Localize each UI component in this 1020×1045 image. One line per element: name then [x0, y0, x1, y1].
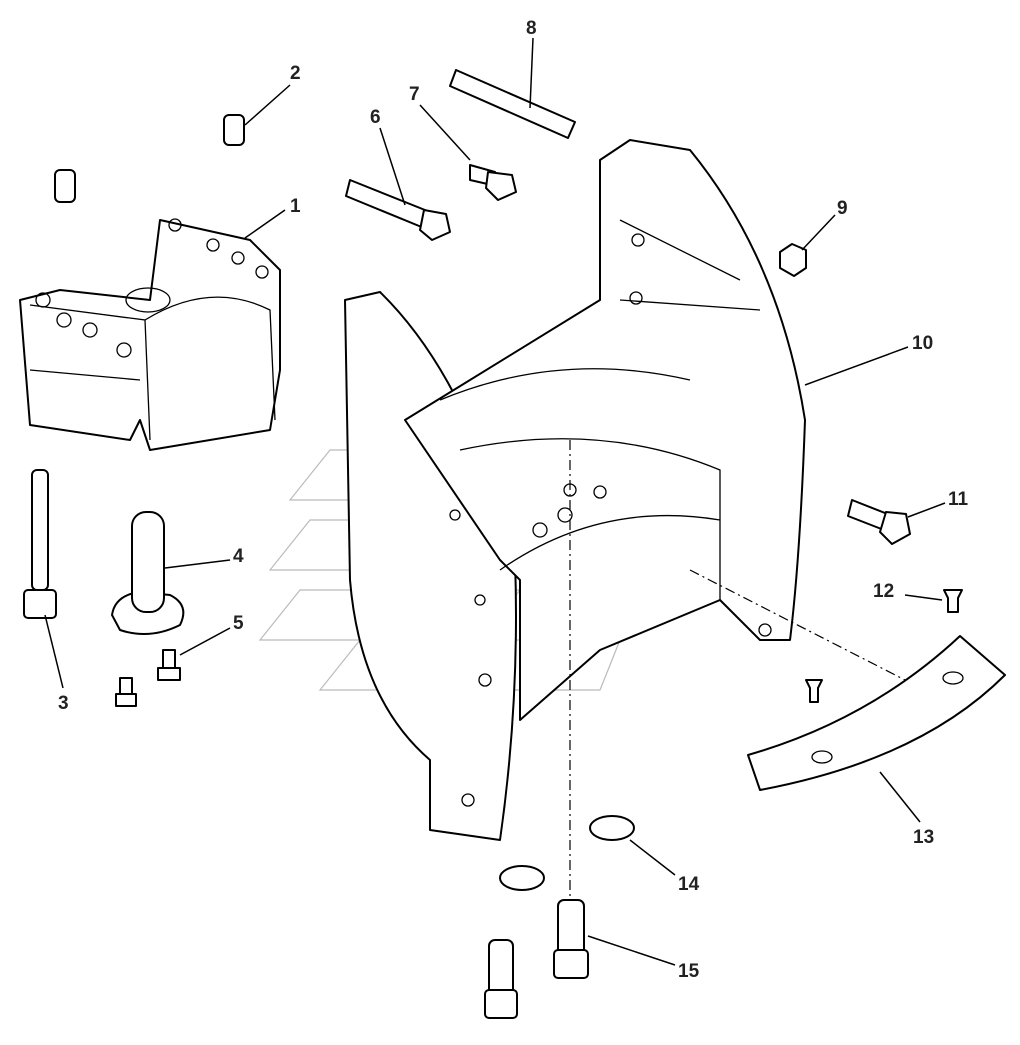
- part-4-plate-pin: [111, 511, 185, 635]
- part-13-wear-plate: [747, 635, 1006, 791]
- part-9-nut: [779, 243, 807, 277]
- part-14-clips: [499, 815, 635, 891]
- callout-1: 1: [290, 196, 301, 217]
- callout-3: 3: [58, 693, 69, 714]
- callout-12: 12: [873, 581, 894, 602]
- part-5-screws: [115, 649, 181, 707]
- part-10-main-bracket: [344, 139, 806, 841]
- callout-8: 8: [526, 18, 537, 39]
- part-8-pin: [449, 69, 576, 139]
- part-1-spacer-block: [19, 218, 281, 451]
- callout-4: 4: [233, 546, 244, 567]
- callout-2: 2: [290, 63, 301, 84]
- centerline-diagonal: [689, 569, 906, 681]
- part-15-pins: [484, 899, 589, 1019]
- part-7-bolt: [469, 164, 517, 201]
- callout-5: 5: [233, 613, 244, 634]
- callout-14: 14: [678, 874, 700, 895]
- part-6-bolt: [345, 179, 451, 241]
- callout-13: 13: [913, 827, 934, 848]
- callout-10: 10: [912, 333, 933, 354]
- part-2-dowel-pins: [54, 114, 245, 203]
- callout-15: 15: [678, 961, 700, 982]
- leader-lines: [44, 37, 946, 966]
- callout-6: 6: [370, 107, 381, 128]
- callout-9: 9: [837, 198, 848, 219]
- callout-11: 11: [948, 489, 969, 510]
- callout-7: 7: [409, 84, 420, 105]
- part-3-long-bolt: [23, 469, 57, 619]
- part-12-screws: [805, 589, 963, 703]
- part-11-bolt: [847, 499, 911, 545]
